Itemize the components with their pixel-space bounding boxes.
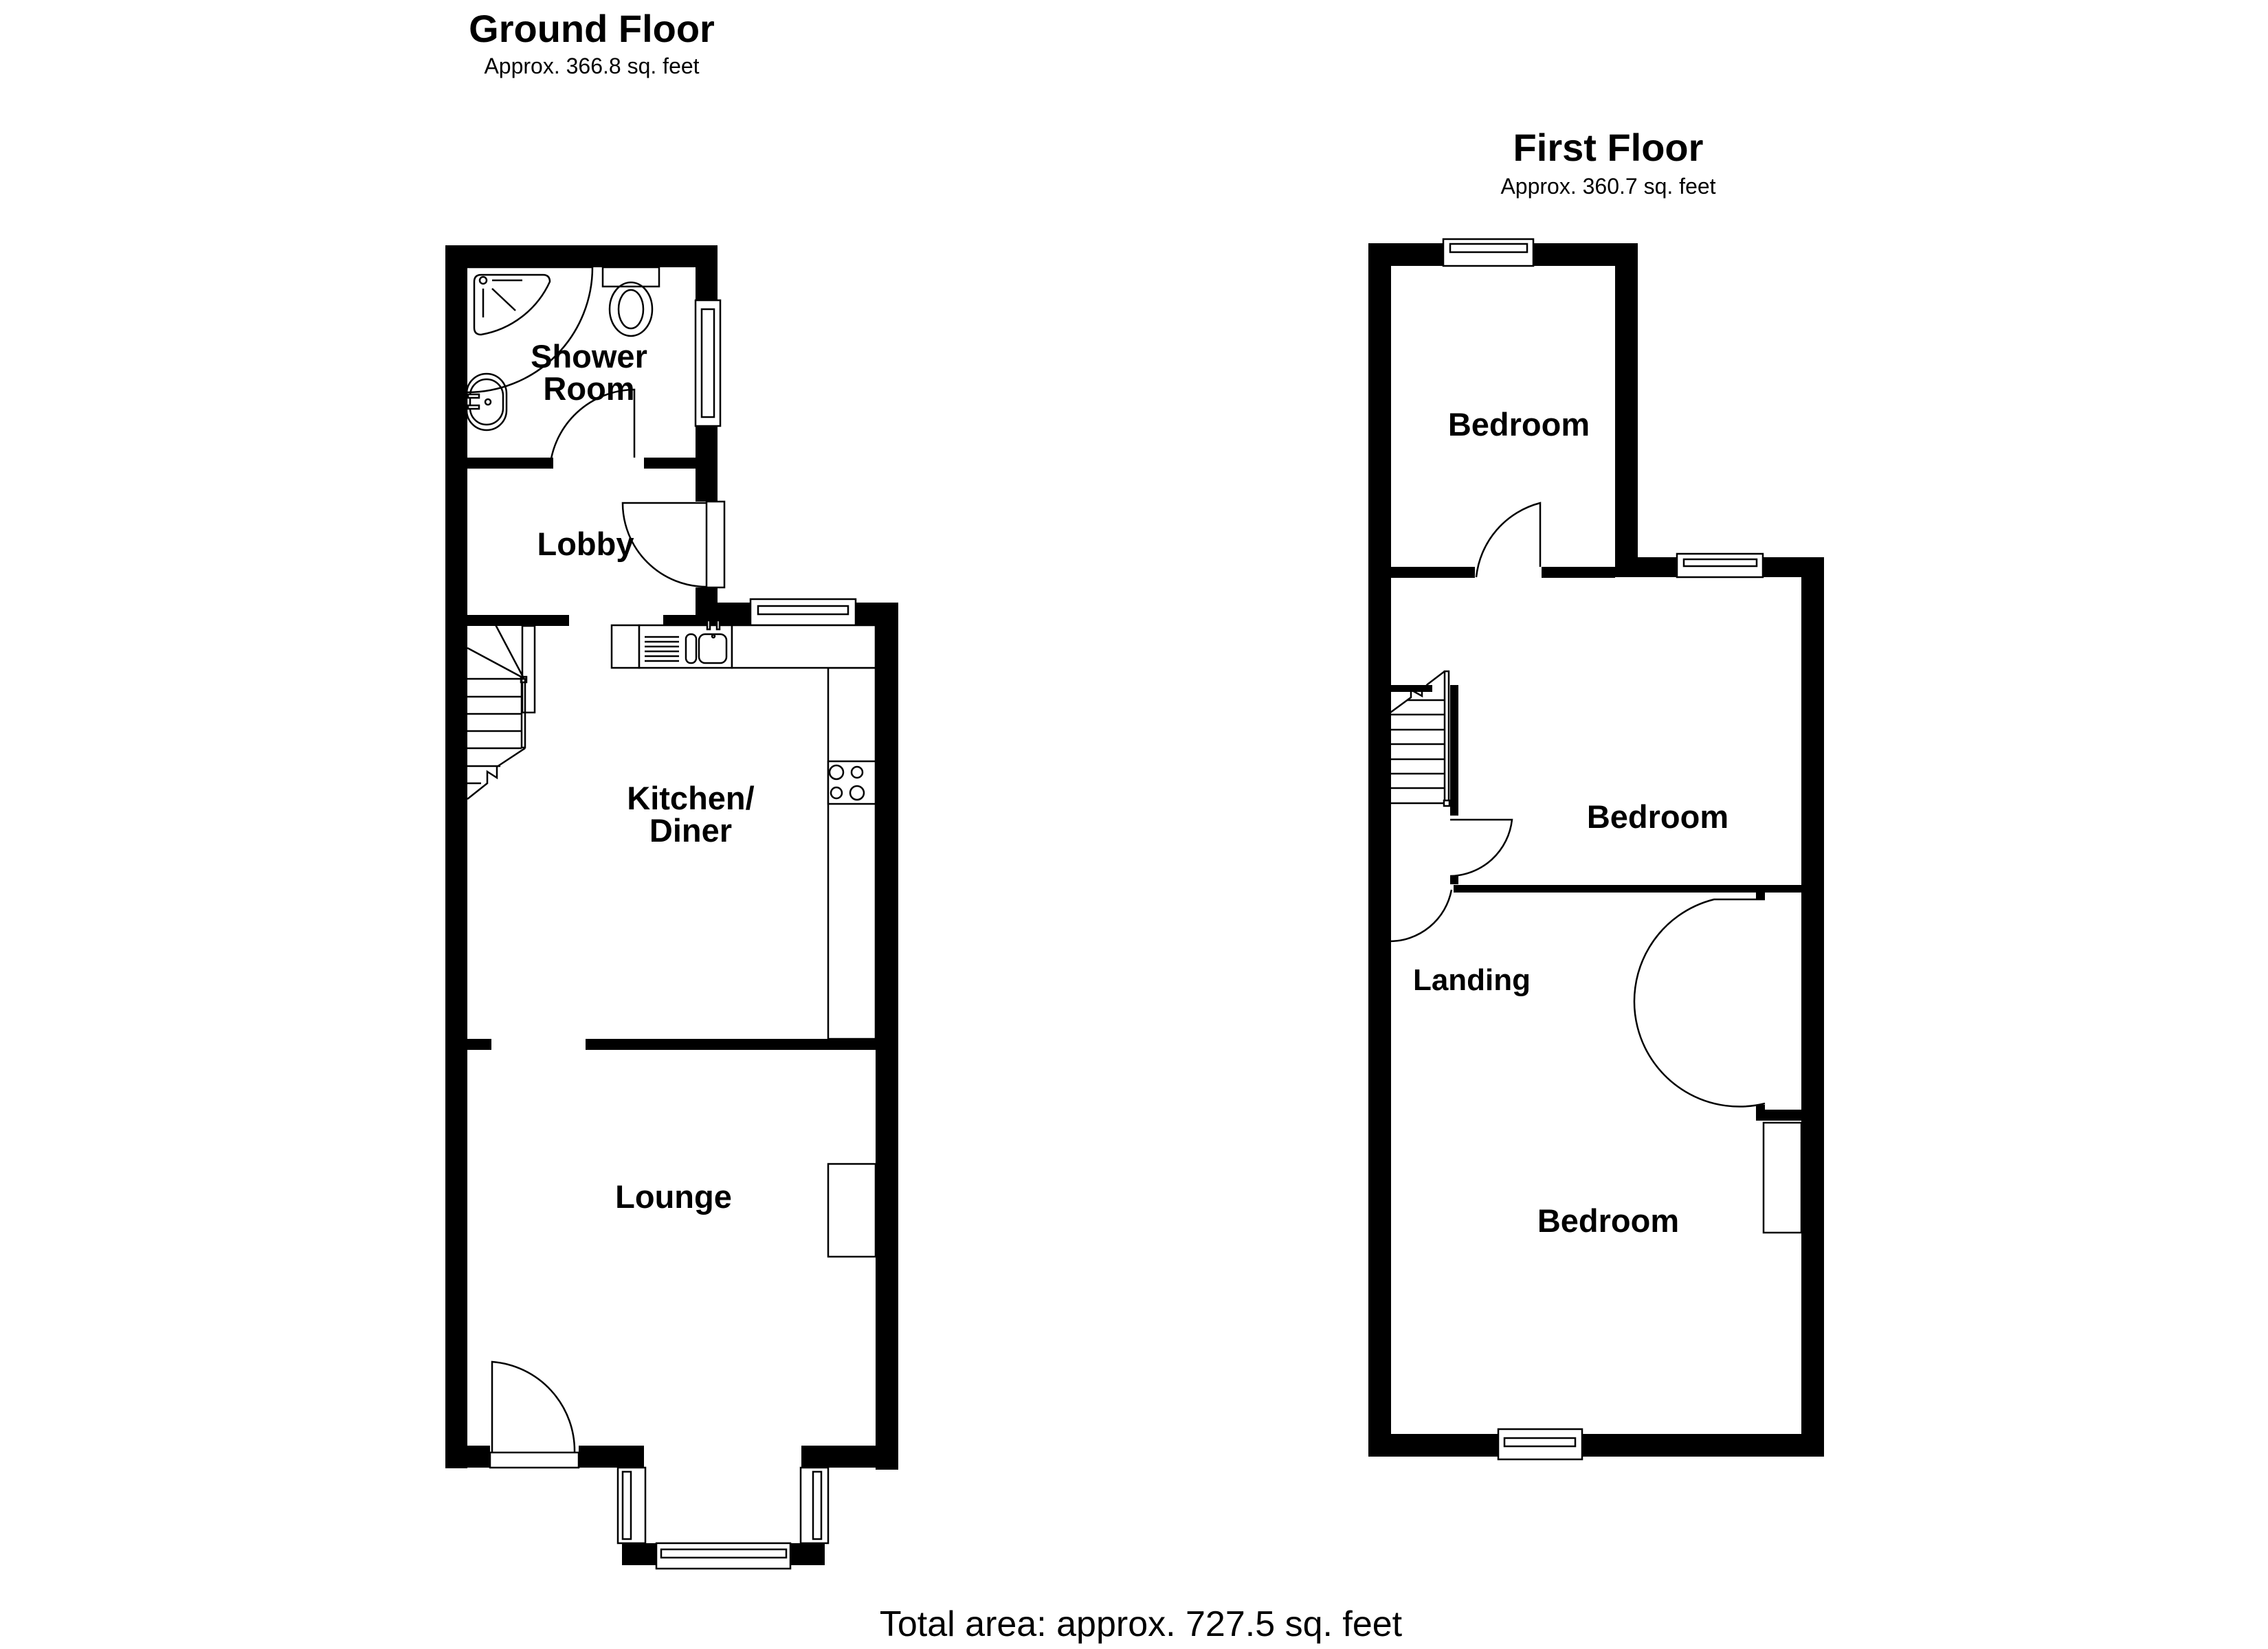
room-label-landing: Landing [1412, 963, 1531, 997]
room-label-bedroom-middle: Bedroom [1586, 798, 1729, 835]
staircase-first [1385, 670, 1451, 807]
staircase-ground [467, 616, 536, 800]
room-label-shower-line1: Shower [531, 338, 647, 374]
total-area: Total area: approx. 727.5 sq. feet [879, 1604, 1403, 1644]
room-label-kitchen-diner: Kitchen/ Diner [605, 782, 777, 846]
ground-floor-area: Approx. 366.8 sq. feet [484, 54, 700, 78]
room-label-kitchen-line2: Diner [649, 812, 733, 849]
first-floor-area: Approx. 360.7 sq. feet [1500, 174, 1716, 199]
first-floor-title: First Floor [1513, 126, 1704, 169]
room-label-kitchen-line1: Kitchen/ [627, 780, 755, 816]
ground-floor-title: Ground Floor [469, 7, 715, 50]
room-label-lobby: Lobby [537, 526, 634, 562]
room-label-shower-line2: Room [543, 370, 635, 407]
ground-floor-plan [445, 245, 898, 1570]
first-floor-plan [1368, 238, 1824, 1461]
room-label-bedroom-rear: Bedroom [1447, 406, 1590, 442]
room-label-bedroom-front: Bedroom [1537, 1202, 1680, 1239]
room-label-lounge: Lounge [615, 1178, 732, 1215]
room-label-shower-room: Shower Room [510, 340, 668, 405]
